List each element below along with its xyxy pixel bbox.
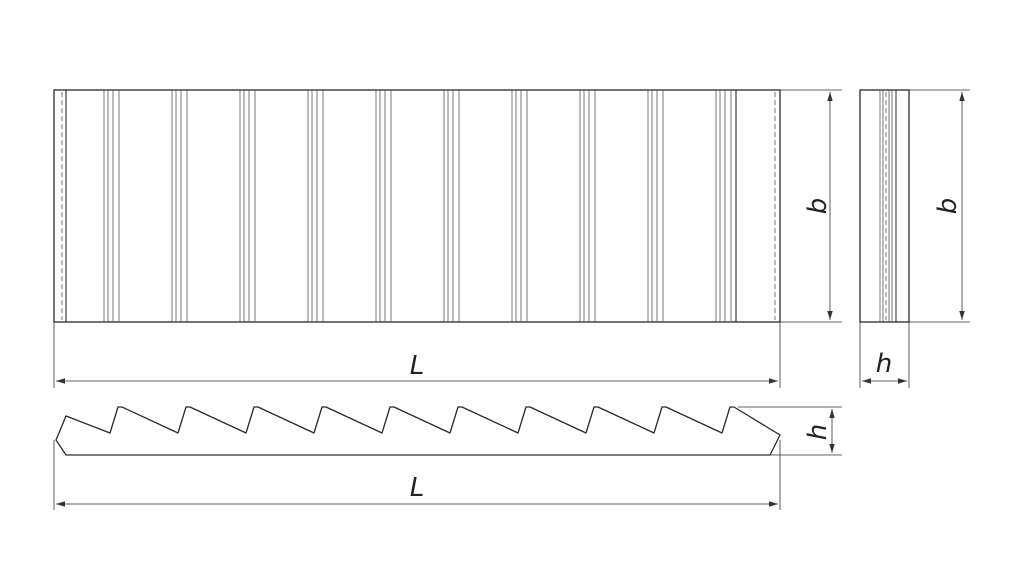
front-length-dimension: L (53, 322, 781, 388)
front-ridge-lines (103, 90, 732, 322)
front-outline (53, 89, 781, 323)
side-width-label: b (933, 198, 963, 215)
sawtooth-profile (55, 406, 781, 456)
front-width-dimension: b (780, 89, 842, 323)
front-width-label: b (803, 198, 833, 215)
side-height-dimension: h (859, 322, 910, 388)
front-length-label: L (410, 351, 425, 381)
profile-height-dimension: h (738, 406, 842, 456)
side-outline (859, 89, 910, 323)
side-view (859, 89, 910, 323)
front-view (53, 89, 781, 323)
profile-height-label: h (803, 424, 833, 440)
profile-view (55, 406, 781, 456)
profile-length-label: L (410, 473, 425, 503)
side-height-label: h (876, 349, 892, 379)
side-width-dimension: b (909, 89, 970, 323)
profile-length-dimension: L (53, 440, 781, 510)
